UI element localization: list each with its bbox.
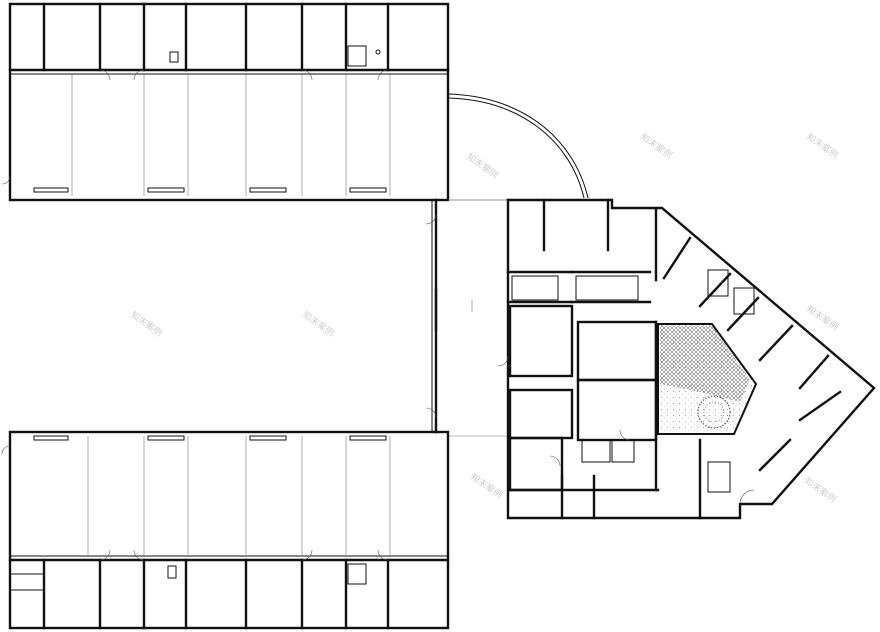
top-wing-classrooms bbox=[33, 74, 391, 196]
connector-hall bbox=[425, 198, 510, 437]
tree-icon bbox=[697, 395, 731, 429]
top-wing bbox=[1, 2, 450, 202]
watermark-text: 知末案例 bbox=[804, 303, 840, 333]
watermark-text: 知末案例 bbox=[464, 151, 500, 181]
bottom-wing-lower-rooms bbox=[9, 558, 390, 630]
east-pavilion bbox=[497, 198, 876, 520]
entrance-canopy bbox=[447, 93, 589, 201]
watermarks: 知末案例 知末案例 知末案例 知末案例 知末案例 知末案例 知末案例 知末案例 bbox=[128, 131, 840, 505]
watermark-text: 知末案例 bbox=[128, 309, 164, 339]
watermark-text: 知末案例 bbox=[804, 131, 840, 161]
watermark-text: 知末案例 bbox=[468, 471, 504, 501]
top-wing-upper-rooms bbox=[42, 2, 390, 72]
bottom-wing bbox=[1, 430, 450, 630]
watermark-text: 知末案例 bbox=[638, 131, 674, 161]
watermark-text: 知末案例 bbox=[300, 309, 336, 339]
watermark-text: 知末案例 bbox=[802, 475, 838, 505]
bottom-wing-classrooms bbox=[33, 435, 391, 556]
courtyard bbox=[657, 323, 758, 435]
